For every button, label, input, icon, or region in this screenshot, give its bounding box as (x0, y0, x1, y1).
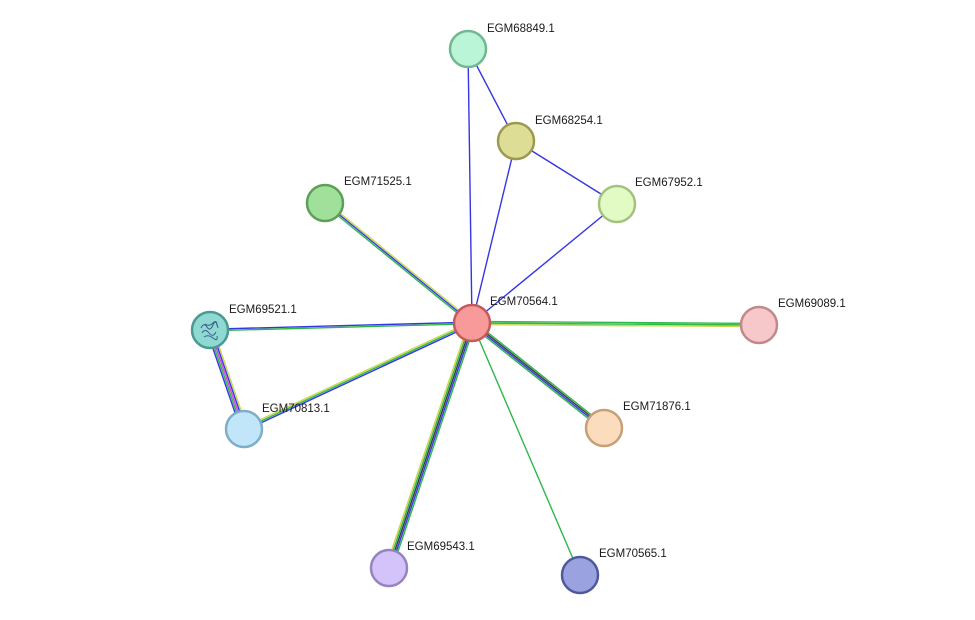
edge-evidence-line (515, 140, 618, 205)
node-egm70564-1[interactable]: EGM70564.1 (452, 296, 558, 343)
edge-egm70565-1-egm70564-1[interactable] (471, 322, 581, 576)
nodes-layer: EGM70564.1 EGM68849.1EGM68254.1EGM67952.1… (190, 23, 846, 595)
node-label: EGM70564.1 (490, 296, 558, 308)
edge-evidence-line (210, 323, 473, 332)
node-label: EGM71876.1 (623, 401, 691, 413)
edge-evidence-line (244, 323, 473, 432)
edge-egm67952-1-egm70564-1[interactable] (471, 203, 618, 324)
edge-evidence-line (471, 323, 604, 430)
edge-egm69543-1-egm70564-1[interactable] (385, 321, 476, 570)
edge-evidence-line (472, 320, 760, 325)
edge-evidence-line (389, 323, 475, 569)
node-egm71876-1[interactable]: EGM71876.1 (584, 401, 691, 448)
edge-evidence-line (472, 321, 605, 428)
node-egm69543-1[interactable]: EGM69543.1 (369, 541, 475, 588)
edge-egm69521-1-egm70564-1[interactable] (209, 321, 473, 332)
edge-egm69089-1-egm70564-1[interactable] (471, 320, 760, 328)
protein-structure-icon (200, 321, 219, 341)
edge-evidence-line (324, 202, 473, 324)
node-label: EGM69089.1 (778, 298, 846, 310)
edge-egm68254-1-egm67952-1[interactable] (515, 140, 618, 205)
node-label: EGM69521.1 (229, 304, 297, 316)
node-circle[interactable] (597, 184, 637, 224)
node-circle[interactable] (190, 310, 230, 350)
node-circle[interactable] (448, 29, 488, 69)
edge-evidence-line (325, 201, 474, 323)
edge-evidence-line (471, 322, 581, 576)
edge-egm68849-1-egm70564-1[interactable] (467, 48, 473, 324)
node-egm67952-1[interactable]: EGM67952.1 (597, 177, 703, 224)
edge-evidence-line (471, 203, 618, 324)
edges-layer (206, 48, 760, 576)
edge-evidence-line (471, 140, 517, 324)
node-egm70565-1[interactable]: EGM70565.1 (560, 548, 667, 595)
edge-evidence-line (388, 322, 473, 569)
node-label: EGM70565.1 (599, 548, 667, 560)
node-egm71525-1[interactable]: EGM71525.1 (305, 176, 412, 223)
edge-egm71876-1-egm70564-1[interactable] (470, 320, 606, 431)
node-circle[interactable] (369, 548, 409, 588)
edge-egm71525-1-egm70564-1[interactable] (323, 201, 474, 325)
edge-evidence-line (243, 320, 472, 429)
node-egm68254-1[interactable]: EGM68254.1 (496, 115, 603, 161)
node-egm69521-1[interactable]: EGM69521.1 (190, 304, 297, 350)
node-label: EGM69543.1 (407, 541, 475, 553)
node-label: EGM68849.1 (487, 23, 555, 35)
node-label: EGM67952.1 (635, 177, 703, 189)
edge-evidence-line (385, 321, 470, 568)
edge-egm70813-1-egm70564-1[interactable] (243, 320, 473, 432)
node-label: EGM70813.1 (262, 403, 330, 415)
node-circle[interactable] (496, 121, 536, 161)
edge-evidence-line (471, 323, 759, 328)
edge-evidence-line (471, 322, 760, 326)
edge-egm68254-1-egm70564-1[interactable] (471, 140, 517, 324)
edge-evidence-line (386, 322, 472, 568)
edge-evidence-line (473, 320, 606, 427)
node-circle[interactable] (224, 409, 264, 449)
edge-evidence-line (323, 203, 472, 325)
node-egm70813-1[interactable]: EGM70813.1 (224, 403, 330, 449)
node-circle[interactable] (560, 555, 600, 595)
edge-evidence-line (470, 324, 603, 431)
edge-evidence-line (391, 323, 476, 570)
node-label: EGM68254.1 (535, 115, 603, 127)
node-egm69089-1[interactable]: EGM69089.1 (739, 298, 846, 345)
node-circle[interactable] (305, 183, 345, 223)
node-label: EGM71525.1 (344, 176, 412, 188)
node-egm68849-1[interactable]: EGM68849.1 (448, 23, 555, 69)
edge-evidence-line (209, 321, 472, 330)
node-circle[interactable] (739, 305, 779, 345)
node-circle[interactable] (452, 303, 492, 343)
node-circle[interactable] (584, 408, 624, 448)
edge-evidence-line (467, 48, 473, 324)
edge-evidence-line (243, 322, 473, 430)
